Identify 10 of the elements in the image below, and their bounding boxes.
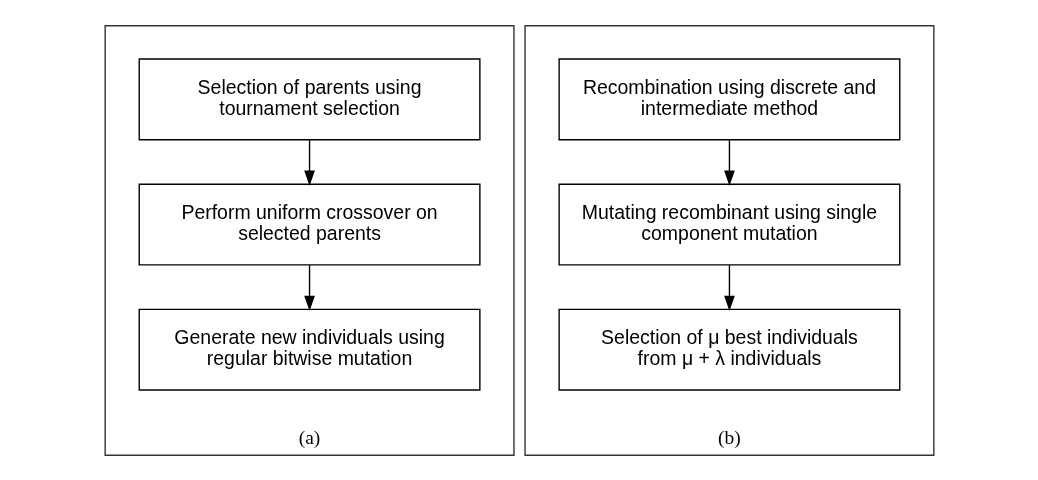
node-box: Selection of parents using tournament selection	[138, 57, 481, 140]
arrow	[723, 264, 735, 311]
node-box: Generate new individuals using regular bitwise mutation	[138, 308, 481, 391]
arrow	[723, 138, 735, 186]
arrow	[303, 264, 315, 311]
node-box: Perform uniform crossover on selected parents	[138, 183, 481, 266]
node-box: Mutating recombinant using single component mutation	[557, 183, 900, 266]
node-box: Recombination using discrete and intermediate method	[557, 57, 900, 140]
node-box: Selection of μ best individuals from μ + λ individuals	[557, 308, 900, 391]
arrow	[303, 138, 315, 186]
